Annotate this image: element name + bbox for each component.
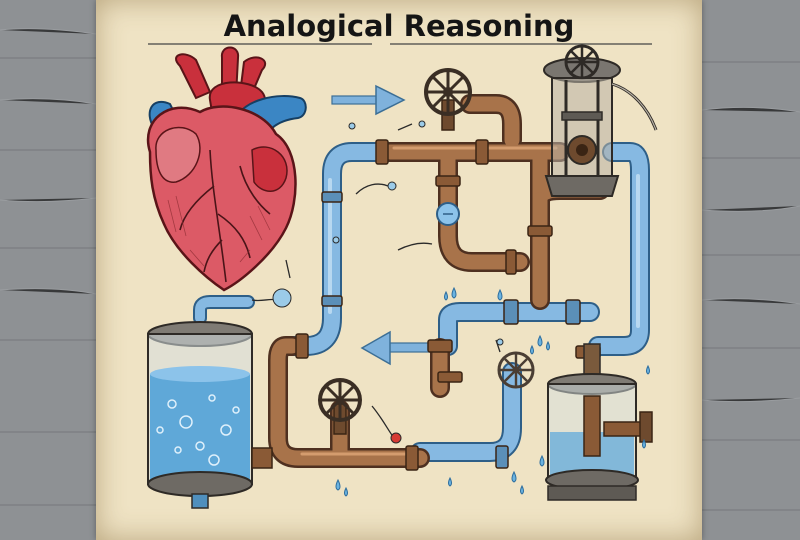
- water-drop-icon: [335, 286, 650, 497]
- left-arrow-icon: [360, 330, 433, 366]
- valve-wheel-icon-top: [424, 68, 472, 131]
- pipe-couplings: [295, 139, 601, 471]
- valve-wheel-icon-small: [497, 351, 535, 389]
- pump-cylinder: [543, 44, 658, 197]
- pump-chamber: [545, 343, 653, 501]
- heart-illustration: [146, 46, 307, 292]
- water-tank: [147, 321, 273, 509]
- flow-indicator-icon: [436, 202, 460, 226]
- right-arrow-icon: [331, 84, 406, 116]
- page-title: Analogical Reasoning: [223, 9, 575, 43]
- indicator-dots: [272, 120, 504, 444]
- valve-wheel-icon-bottom: [318, 378, 362, 435]
